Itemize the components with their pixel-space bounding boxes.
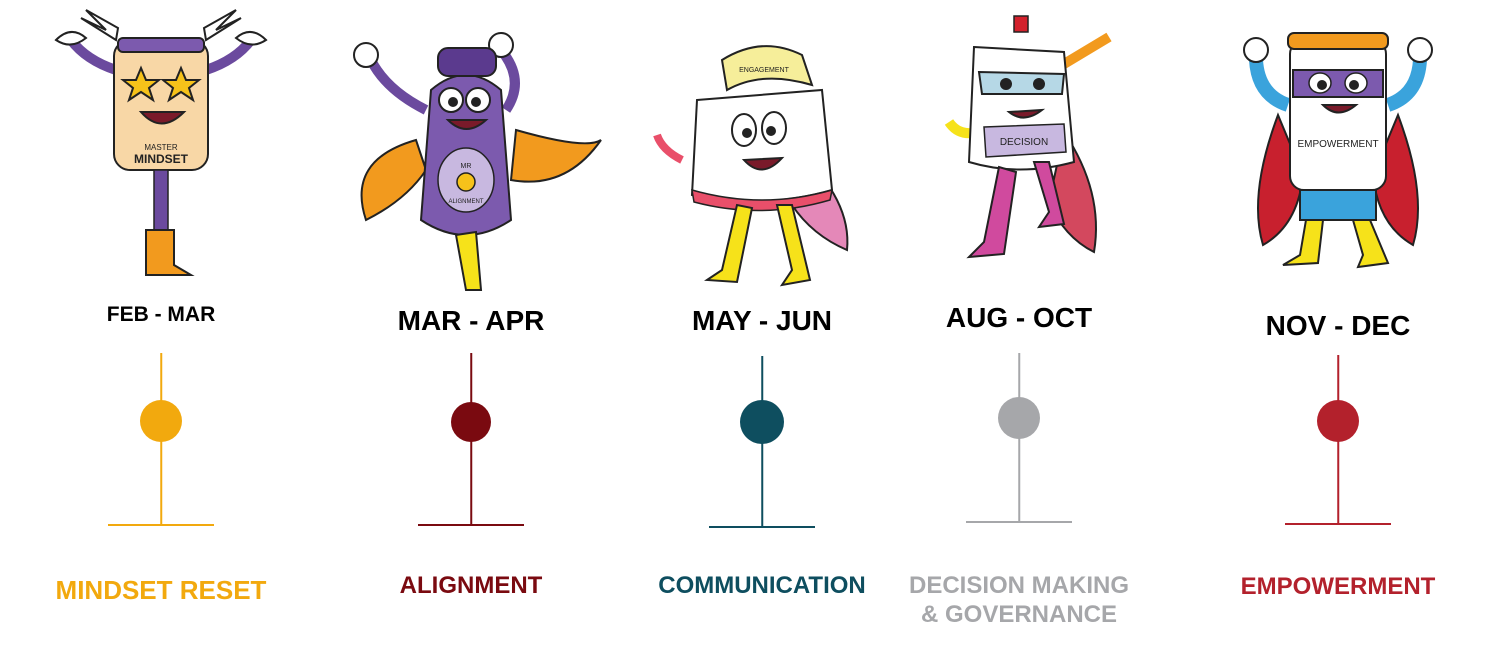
- master-mindset-mascot: MASTER MINDSET: [54, 9, 268, 276]
- timeline-base: [709, 526, 815, 528]
- period-label: AUG - OCT: [945, 302, 1093, 333]
- stage-alignment: MR ALIGNMENT MAR - APR ALIGNMENT: [351, 0, 602, 647]
- timeline-base: [966, 521, 1072, 523]
- svg-text:ENGAGEMENT: ENGAGEMENT: [739, 67, 790, 74]
- svg-text:MASTER: MASTER: [144, 143, 178, 152]
- topic-label: DECISION MAKING & GOVERNANCE: [909, 572, 1130, 628]
- stage-mindset: MASTER MINDSET FEB - MAR MINDSET RESET: [41, 0, 281, 647]
- timeline-base: [418, 524, 524, 526]
- mrs-decision-mascot: DECISION: [944, 15, 1112, 259]
- mr-empowerment-mascot: EMPOWERMENT: [1243, 32, 1433, 269]
- period-label: FEB - MAR: [106, 303, 216, 326]
- timeline-marker: [451, 402, 491, 442]
- topic-label: EMPOWERMENT: [1240, 573, 1436, 600]
- svg-text:EMPOWERMENT: EMPOWERMENT: [1297, 139, 1378, 150]
- topic-label: COMMUNICATION: [658, 572, 866, 599]
- svg-text:MINDSET: MINDSET: [134, 152, 189, 166]
- timeline-marker: [1317, 400, 1359, 442]
- stage-communication: ENGAGEMENT MAY - JUN COMMUNICATION: [642, 0, 882, 647]
- timeline-marker: [140, 400, 182, 442]
- timeline-marker: [740, 400, 784, 444]
- timeline-marker: [998, 397, 1040, 439]
- topic-label: MINDSET RESET: [55, 575, 267, 605]
- period-label: NOV - DEC: [1265, 310, 1411, 341]
- stage-empowerment: EMPOWERMENT NOV - DEC EMPOWERMENT: [1218, 0, 1458, 647]
- mr-alignment-mascot: MR ALIGNMENT: [353, 32, 602, 291]
- stage-decision: DECISION AUG - OCT DECISION MAKING & GOV…: [899, 0, 1139, 647]
- svg-text:MR: MR: [461, 163, 472, 170]
- period-label: MAR - APR: [397, 305, 545, 336]
- period-label: MAY - JUN: [691, 305, 833, 336]
- svg-text:DECISION: DECISION: [1000, 137, 1048, 148]
- timeline-base: [1285, 523, 1391, 525]
- svg-text:ALIGNMENT: ALIGNMENT: [448, 199, 483, 205]
- timeline-base: [108, 524, 214, 526]
- ms-engagement-mascot: ENGAGEMENT: [653, 45, 849, 287]
- topic-label: ALIGNMENT: [399, 572, 543, 599]
